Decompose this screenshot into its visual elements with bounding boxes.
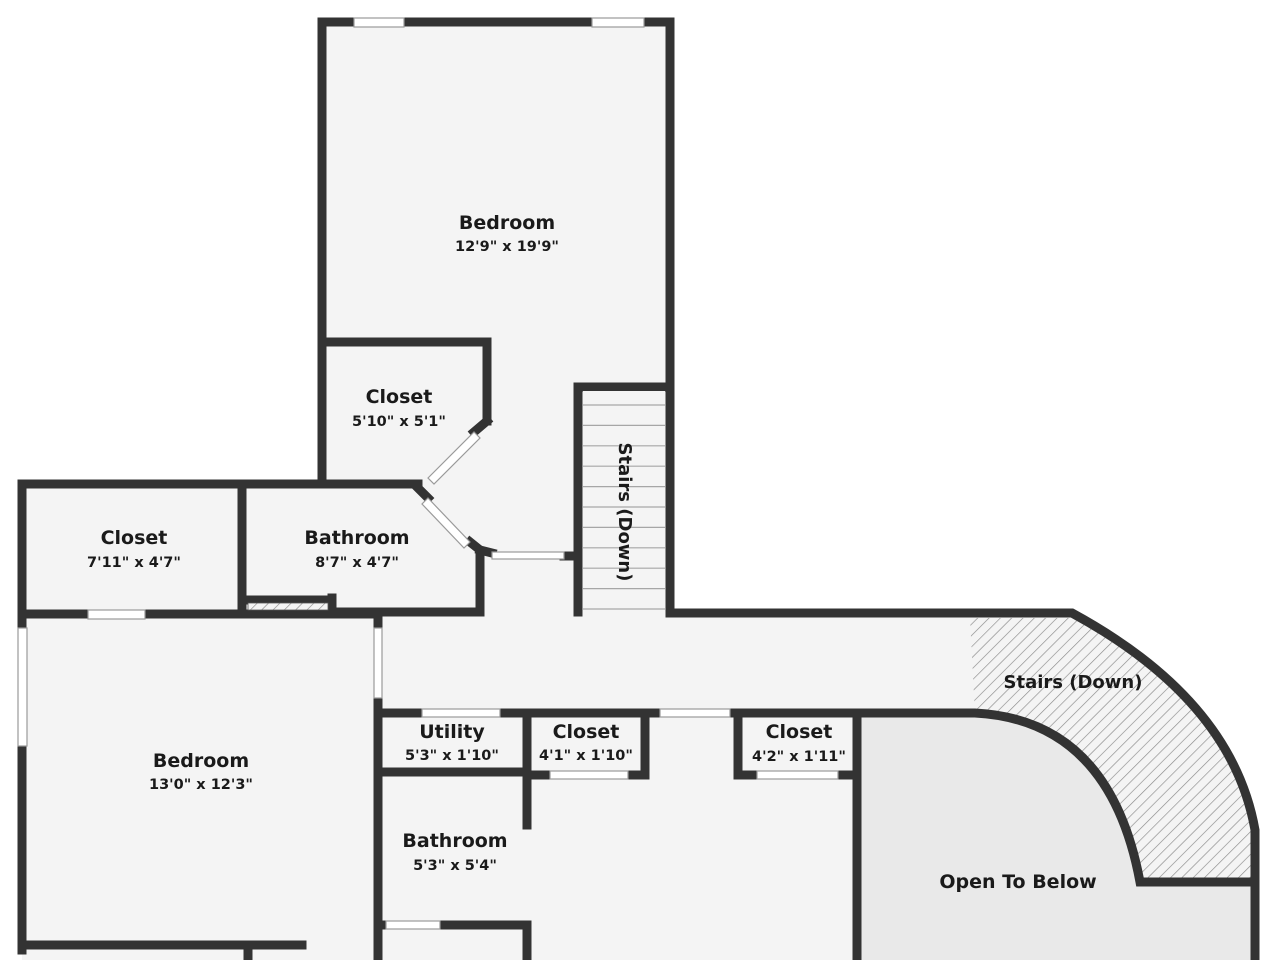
wall-upper-bedroom [317, 17, 675, 618]
closet-upper-name: Closet [366, 386, 433, 408]
window-left-bedroom [17, 627, 28, 747]
bedroom-left-name: Bedroom [153, 750, 249, 772]
door-hall-left [373, 627, 383, 699]
bathroom-upper-dim: 8'7" x 4'7" [315, 555, 399, 571]
bedroom-left-dim: 13'0" x 12'3" [149, 777, 253, 793]
window-upper-left [353, 17, 405, 28]
wall-right-closet [733, 708, 762, 780]
wall-closet-diagonal-stub [467, 414, 494, 439]
closet-right-dim: 4'2" x 1'11" [752, 749, 846, 765]
bathroom-upper-name: Bathroom [304, 527, 409, 549]
wall-vertical-stairs [573, 382, 672, 617]
window-closet-left [87, 609, 146, 620]
closet-mid-dim: 4'1" x 1'10" [539, 748, 633, 764]
bathroom-lower-dim: 5'3" x 5'4" [413, 858, 497, 874]
wall-left-closet [17, 479, 423, 955]
closet-mid-name: Closet [553, 721, 620, 743]
door-right-closet [756, 770, 839, 780]
curved-stairs-label: Stairs (Down) [1004, 672, 1143, 693]
closet-left-name: Closet [101, 527, 168, 549]
closet-right-name: Closet [766, 721, 833, 743]
stairs-background [583, 391, 665, 609]
wall-left-bedroom-divider [237, 609, 383, 633]
vertical-stairs-label: Stairs (Down) [614, 443, 635, 582]
closet-upper-dim: 5'10" x 5'1" [352, 414, 446, 430]
bedroom-upper-dim: 12'9" x 19'9" [455, 239, 559, 255]
door-utility [421, 708, 501, 718]
door-mid-closet [549, 770, 629, 780]
curved-stairs-hatch [970, 618, 1252, 880]
wall-right-room-top [725, 708, 1260, 887]
door-bath-diagonal [421, 497, 471, 549]
wall-hall-top [665, 608, 1260, 960]
walls [17, 17, 1260, 960]
wall-upper-closet [317, 337, 492, 426]
wall-closet-bottom-stub [411, 481, 435, 505]
window-upper-right [591, 17, 645, 28]
wall-bath-door-stub [474, 544, 498, 559]
closet-left-dim: 7'11" x 4'7" [87, 555, 181, 571]
bathroom-cabinet [247, 602, 329, 611]
utility-dim: 5'3" x 1'10" [405, 748, 499, 764]
room-labels: Bedroom 12'9" x 19'9" Closet 5'10" x 5'1… [87, 212, 1142, 893]
vertical-stairs [583, 391, 665, 610]
door-closet-diagonal [427, 431, 481, 485]
floor-areas [22, 22, 1255, 960]
open-to-below-floor [860, 716, 1252, 960]
wall-lower-bath-bottom [435, 920, 532, 960]
bedroom-upper-name: Bedroom [459, 212, 555, 234]
utility-name: Utility [419, 721, 485, 743]
open-to-below-name: Open To Below [939, 871, 1096, 893]
door-hall-right [659, 708, 731, 718]
door-stairs-stub [491, 551, 565, 560]
door-lower-bath [385, 920, 441, 930]
wall-mid-closet-right [623, 708, 650, 780]
bathroom-lower-name: Bathroom [402, 830, 507, 852]
windows [17, 17, 839, 930]
